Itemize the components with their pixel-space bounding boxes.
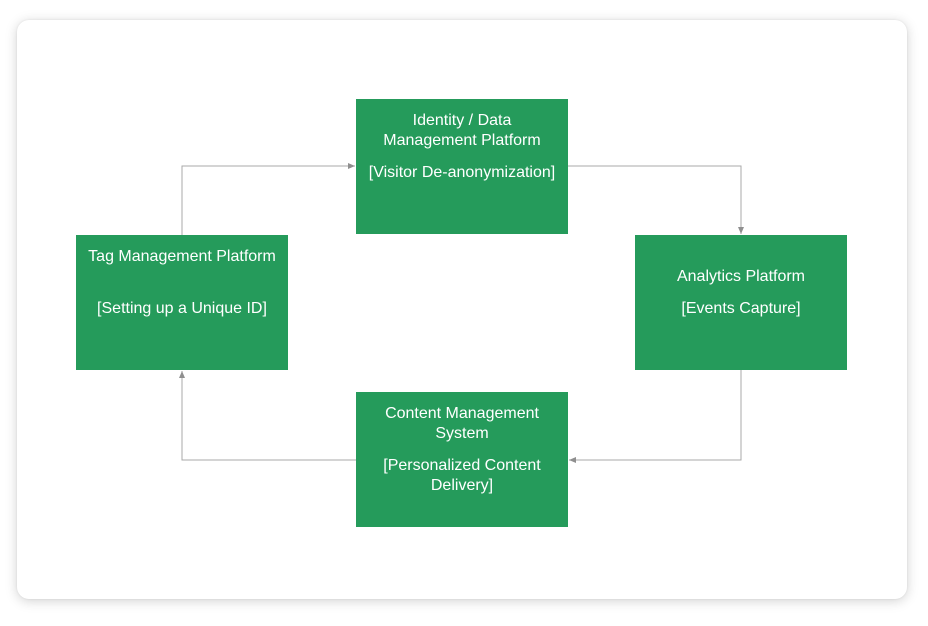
- node-description: [Visitor De-anonymization]: [368, 164, 556, 181]
- node-tag-management-platform[interactable]: Tag Management Platform [Setting up a Un…: [76, 235, 288, 370]
- node-title: Analytics Platform: [676, 268, 806, 285]
- node-analytics-platform[interactable]: Analytics Platform [Events Capture]: [635, 235, 847, 370]
- node-title: Identity / Data Management Platform: [383, 112, 541, 149]
- node-identity-data-management-platform[interactable]: Identity / Data Management Platform [Vis…: [356, 99, 568, 234]
- node-description: [Setting up a Unique ID]: [97, 300, 267, 317]
- node-description: [Personalized Content Delivery]: [383, 457, 541, 494]
- node-description: [Events Capture]: [681, 300, 801, 317]
- node-content-management-system[interactable]: Content Management System [Personalized …: [356, 392, 568, 527]
- node-title: Content Management System: [385, 405, 539, 442]
- node-title: Tag Management Platform: [88, 248, 276, 265]
